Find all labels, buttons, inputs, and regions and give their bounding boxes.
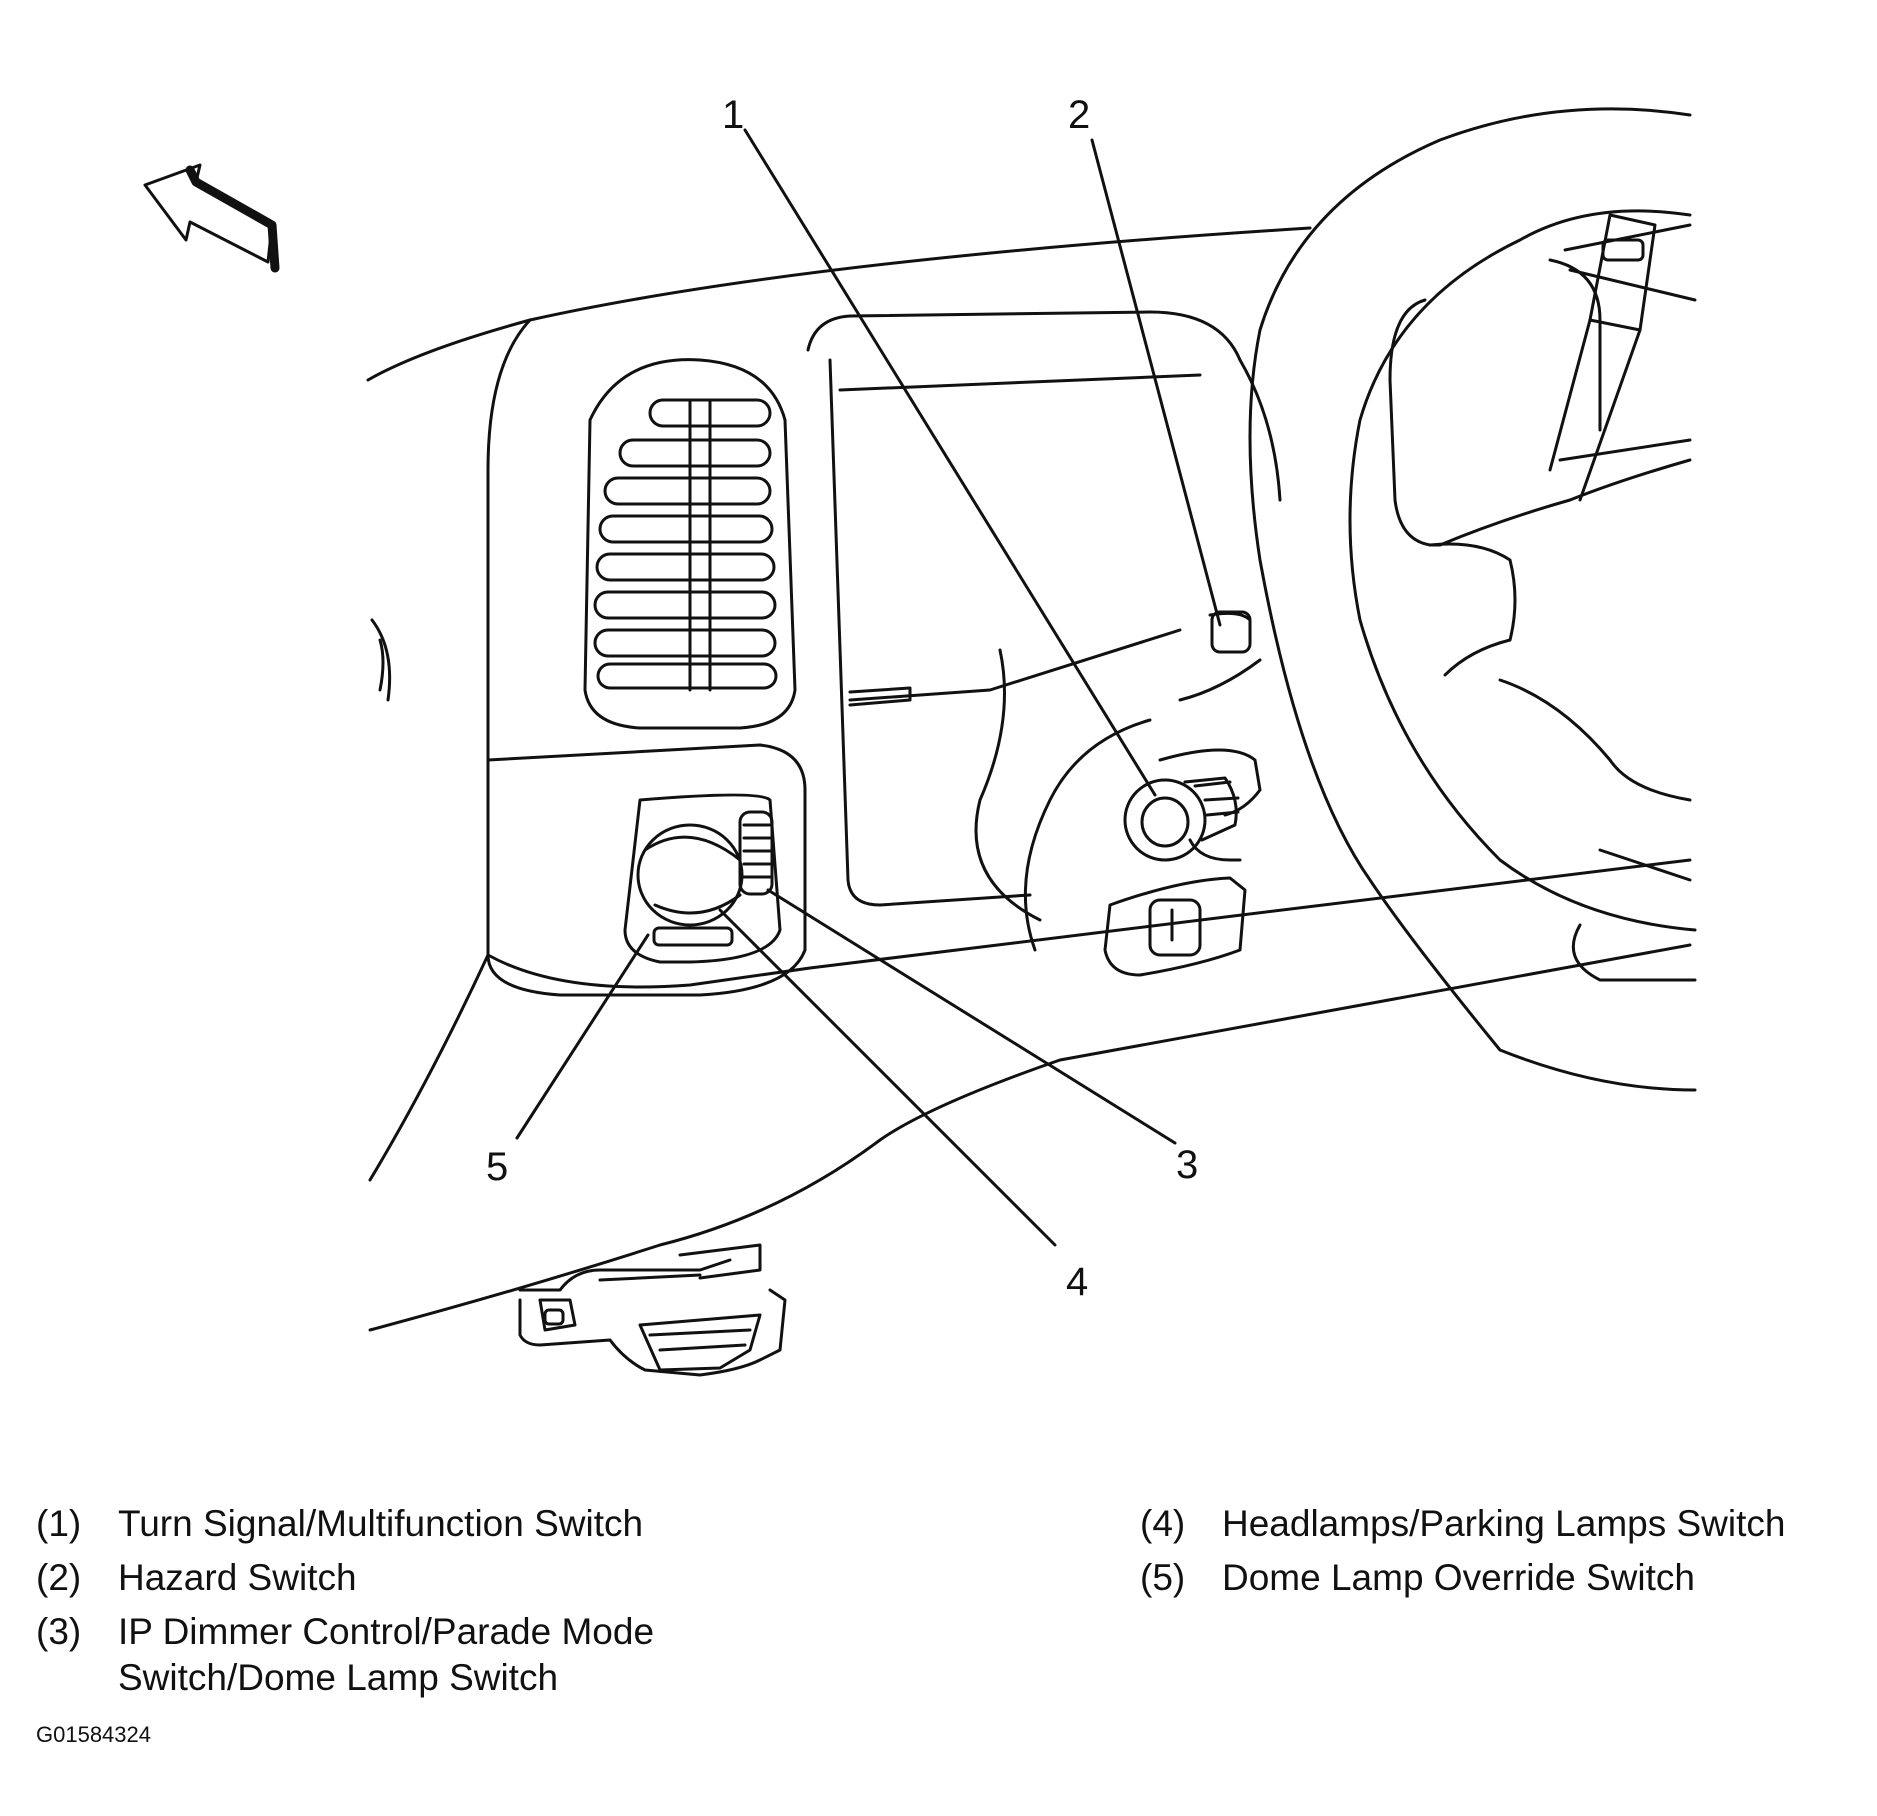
legend-num: (1) [36, 1503, 82, 1544]
instrument-cluster [806, 310, 1242, 952]
legend-left-column: (1) Turn Signal/Multifunction Switch (2)… [36, 1497, 936, 1727]
legend-item-4: (4) Headlamps/Parking Lamps Switch [1140, 1497, 1860, 1551]
callout-1: 1 [722, 93, 744, 137]
leader-lines [515, 128, 1222, 1247]
dome-override-switch [652, 926, 734, 947]
callout-4: 4 [1066, 1260, 1088, 1304]
hazard-switch [1103, 876, 1247, 977]
legend-label: IP Dimmer Control/Parade Mode [118, 1611, 655, 1652]
instrument-panel-illustration: 1 2 3 4 5 [143, 93, 1697, 1377]
callout-numbers: 1 2 3 4 5 [486, 93, 1198, 1304]
steering-column [1123, 358, 1282, 862]
legend-right-column: (4) Headlamps/Parking Lamps Switch (5) D… [1140, 1497, 1860, 1617]
figure-id: G01584324 [36, 1722, 151, 1747]
legend-num: (2) [36, 1557, 82, 1598]
data-link-connector [518, 1243, 787, 1377]
legend-num: (4) [1140, 1503, 1186, 1544]
forward-arrow-icon [143, 163, 280, 273]
headlamp-switch-bezel [486, 743, 807, 997]
legend-label-continued: Switch/Dome Lamp Switch [118, 1657, 559, 1698]
shift-lever [1548, 213, 1657, 502]
vent-louvers [593, 398, 778, 692]
legend-item-5: (5) Dome Lamp Override Switch [1140, 1551, 1860, 1605]
legend-label: Turn Signal/Multifunction Switch [118, 1503, 644, 1544]
legend-label: Headlamps/Parking Lamps Switch [1222, 1503, 1786, 1544]
callout-2: 2 [1068, 93, 1090, 137]
dashboard-outline [366, 226, 1692, 1332]
legend-item-3: (3) IP Dimmer Control/Parade Mode Switch… [36, 1605, 936, 1705]
legend-label: Hazard Switch [118, 1557, 357, 1598]
callout-5: 5 [486, 1145, 508, 1189]
legend-item-1: (1) Turn Signal/Multifunction Switch [36, 1497, 936, 1551]
steering-wheel [1248, 107, 1697, 1092]
headlamp-knob [636, 823, 744, 927]
air-vent [583, 358, 797, 730]
legend-num: (3) [36, 1611, 82, 1652]
callout-3: 3 [1176, 1143, 1198, 1187]
legend-label: Dome Lamp Override Switch [1222, 1557, 1695, 1598]
legend-num: (5) [1140, 1557, 1186, 1598]
dimmer-wheel [738, 810, 774, 896]
legend-item-2: (2) Hazard Switch [36, 1551, 936, 1605]
